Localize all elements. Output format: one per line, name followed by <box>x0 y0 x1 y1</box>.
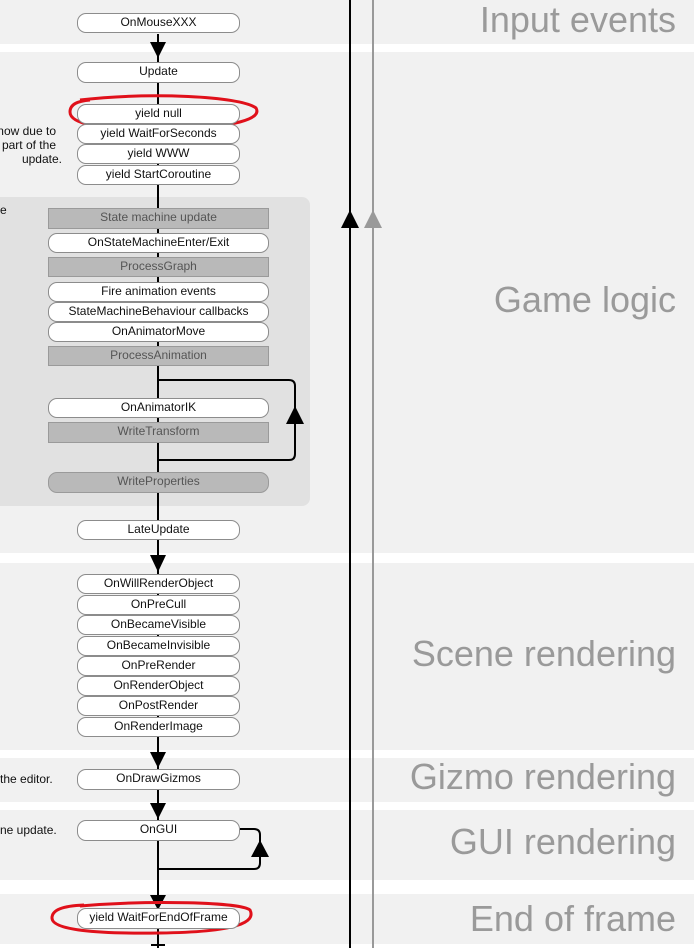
node-write-transform: WriteTransform <box>48 422 269 443</box>
node-on-mouse: OnMouseXXX <box>77 13 240 33</box>
node-state-machine-behaviour-callbacks: StateMachineBehaviour callbacks <box>48 302 269 322</box>
coroutine-note-line-1: now due to <box>0 124 56 138</box>
node-on-became-visible: OnBecameVisible <box>77 615 240 635</box>
gui-note: ne update. <box>0 823 57 837</box>
arrow-to-scene-rendering <box>150 555 166 572</box>
node-on-pre-cull: OnPreCull <box>77 595 240 615</box>
animation-note: e <box>0 203 7 217</box>
node-fire-animation-events: Fire animation events <box>48 282 269 302</box>
node-on-state-machine-enter-exit: OnStateMachineEnter/Exit <box>48 233 269 253</box>
node-on-gui: OnGUI <box>77 820 240 841</box>
node-yield-null: yield null <box>77 104 240 124</box>
section-title-gui-rendering: GUI rendering <box>449 821 676 862</box>
coroutine-note-line-2: part of the <box>1 138 56 152</box>
node-on-render-object: OnRenderObject <box>77 676 240 696</box>
node-on-animator-ik: OnAnimatorIK <box>48 398 269 418</box>
fixed-loop-arrow <box>364 210 382 228</box>
node-on-pre-render: OnPreRender <box>77 656 240 676</box>
node-state-machine-update: State machine update <box>48 208 269 229</box>
section-title-game-logic: Game logic <box>493 279 676 320</box>
node-process-animation: ProcessAnimation <box>48 346 269 366</box>
arrow-to-gui <box>150 803 166 819</box>
node-on-animator-move: OnAnimatorMove <box>48 322 269 342</box>
arrow-to-gizmos <box>150 752 166 768</box>
node-on-will-render-object: OnWillRenderObject <box>77 574 240 594</box>
coroutine-note-line-3: update. <box>21 152 62 166</box>
node-yield-www: yield WWW <box>77 144 240 164</box>
node-yield-wait-for-end-of-frame: yield WaitForEndOfFrame <box>77 908 240 929</box>
node-on-post-render: OnPostRender <box>77 696 240 716</box>
highlight-yield-end-of-frame <box>50 901 253 935</box>
gui-loop-arrow <box>251 840 269 857</box>
node-update: Update <box>77 62 240 83</box>
node-process-graph: ProcessGraph <box>48 257 269 277</box>
node-write-properties: WriteProperties <box>48 472 269 493</box>
gizmo-note: the editor. <box>0 772 53 786</box>
node-late-update: LateUpdate <box>77 520 240 540</box>
section-title-input-events: Input events <box>479 0 676 40</box>
frame-loop-arrow <box>341 210 359 228</box>
arrow-to-update <box>150 42 166 58</box>
node-yield-wait-for-seconds: yield WaitForSeconds <box>77 124 240 144</box>
node-on-render-image: OnRenderImage <box>77 717 240 737</box>
section-title-gizmo-rendering: Gizmo rendering <box>409 756 676 797</box>
section-title-scene-rendering: Scene rendering <box>411 633 676 674</box>
node-on-became-invisible: OnBecameInvisible <box>77 636 240 656</box>
node-on-draw-gizmos: OnDrawGizmos <box>77 769 240 790</box>
ik-loop-arrow <box>286 406 304 424</box>
node-yield-start-coroutine: yield StartCoroutine <box>77 165 240 185</box>
section-title-end-of-frame: End of frame <box>469 898 676 939</box>
